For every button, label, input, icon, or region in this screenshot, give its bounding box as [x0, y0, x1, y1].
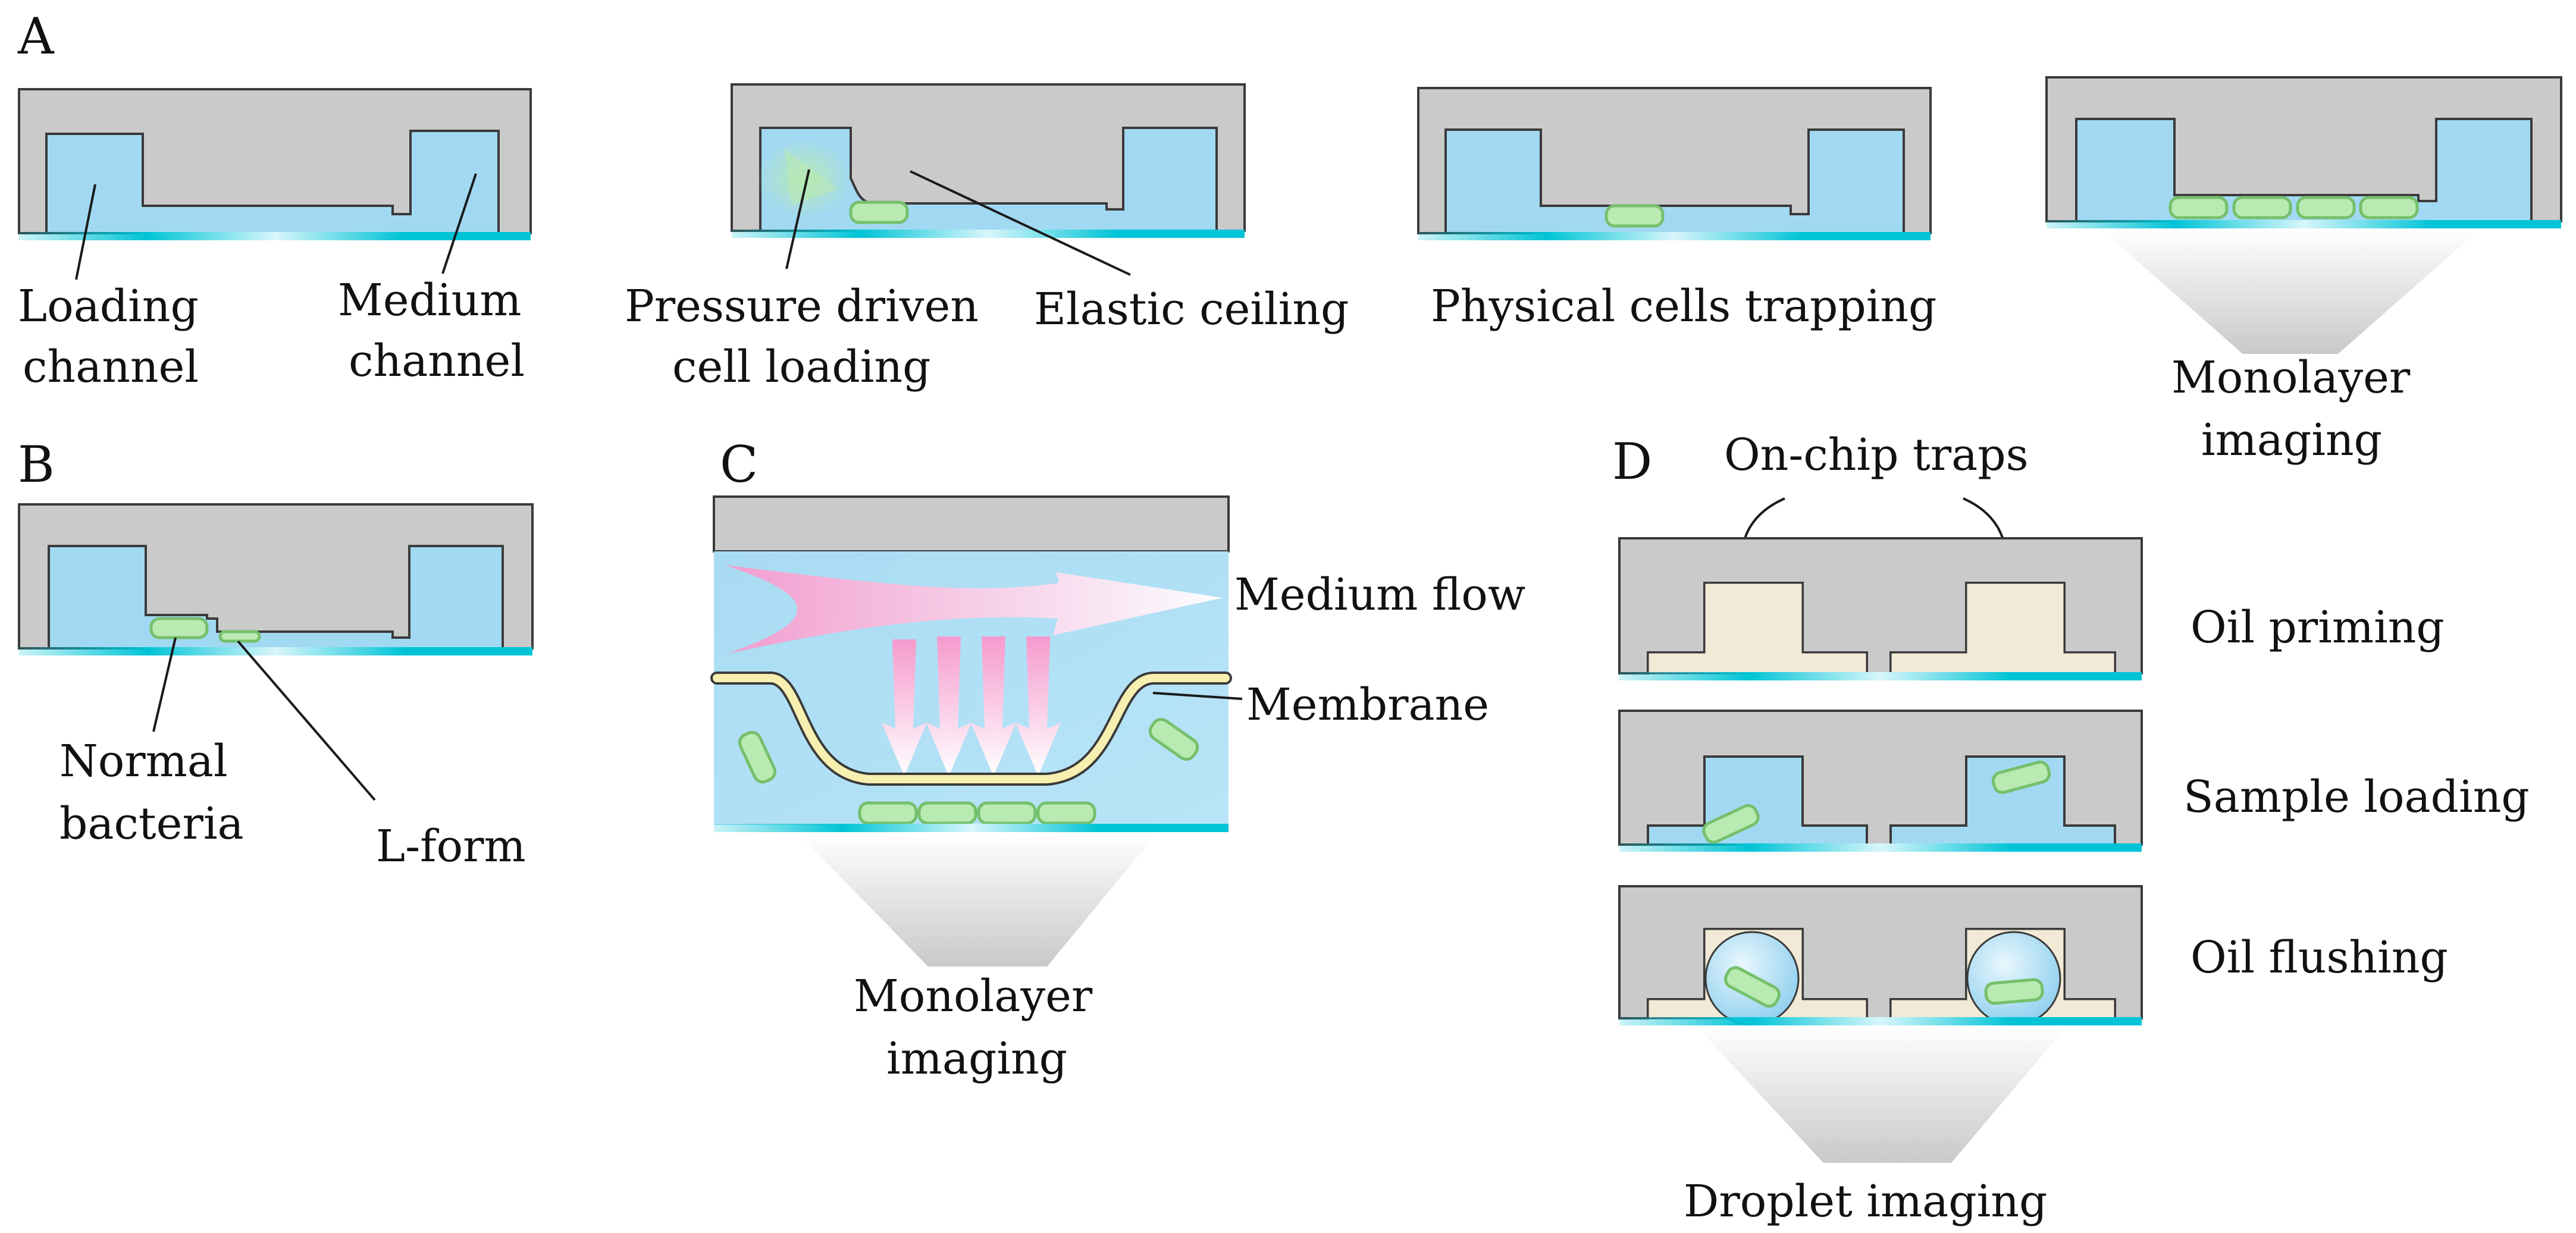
device-a1	[18, 88, 532, 240]
elastic-ceiling-label: Elastic ceiling	[1034, 284, 1349, 335]
panel-b-letter: B	[18, 435, 55, 494]
monolayer-c-label-l2: imaging	[886, 1033, 1067, 1084]
device-a4	[2045, 76, 2562, 228]
sample-loading-label: Sample loading	[2183, 771, 2530, 823]
normal-bacteria-label-l1: Normal	[59, 736, 228, 787]
medium-channel-pointer	[441, 173, 477, 274]
monolayer-c-label-l1: Monolayer	[854, 971, 1093, 1022]
pressure-label-l2: cell loading	[672, 341, 931, 393]
imaging-cone-d	[1696, 1025, 2067, 1163]
medium-channel-label-l2: channel	[349, 335, 525, 387]
medium-flow-label: Medium flow	[1234, 569, 1525, 620]
imaging-cone-c	[797, 833, 1157, 967]
oil-priming-label: Oil priming	[2190, 602, 2445, 653]
loading-channel-pointer	[75, 184, 96, 280]
physical-trapping-label: Physical cells trapping	[1431, 281, 1936, 332]
pressure-label-l1: Pressure driven	[625, 281, 979, 332]
monolayer-a-label-l2: imaging	[2201, 415, 2382, 466]
panel-a-letter: A	[17, 7, 55, 65]
monolayer-a-label-l1: Monolayer	[2171, 352, 2411, 403]
normal-bacteria-pointer	[152, 637, 177, 732]
lform-label: L-form	[376, 821, 526, 872]
device-a3	[1417, 87, 1932, 240]
elastic-ceiling-pointer	[910, 170, 1131, 276]
device-d1	[1618, 537, 2143, 680]
device-d3	[1618, 885, 2143, 1026]
membrane-label: Membrane	[1246, 679, 1489, 730]
normal-bacteria-label-l2: bacteria	[59, 798, 244, 849]
membrane-pointer	[1152, 692, 1243, 700]
device-d2	[1618, 710, 2143, 852]
loading-channel-label-l2: channel	[23, 341, 199, 393]
downward-flow-arrows	[882, 636, 1061, 776]
oil-flushing-label: Oil flushing	[2190, 932, 2448, 983]
device-a2	[731, 83, 1246, 238]
panel-d-letter: D	[1612, 432, 1652, 491]
droplet-imaging-label: Droplet imaging	[1684, 1176, 2047, 1227]
on-chip-traps-label: On-chip traps	[1724, 429, 2029, 481]
device-c	[710, 495, 1232, 832]
loading-channel-label-l1: Loading	[18, 281, 199, 332]
medium-channel-label-l1: Medium	[338, 275, 521, 326]
device-b	[18, 503, 534, 655]
imaging-cone-a	[2100, 228, 2481, 354]
lform-pointer	[237, 640, 376, 801]
pressure-loading-pointer	[785, 169, 810, 269]
panel-c-letter: C	[720, 435, 758, 494]
